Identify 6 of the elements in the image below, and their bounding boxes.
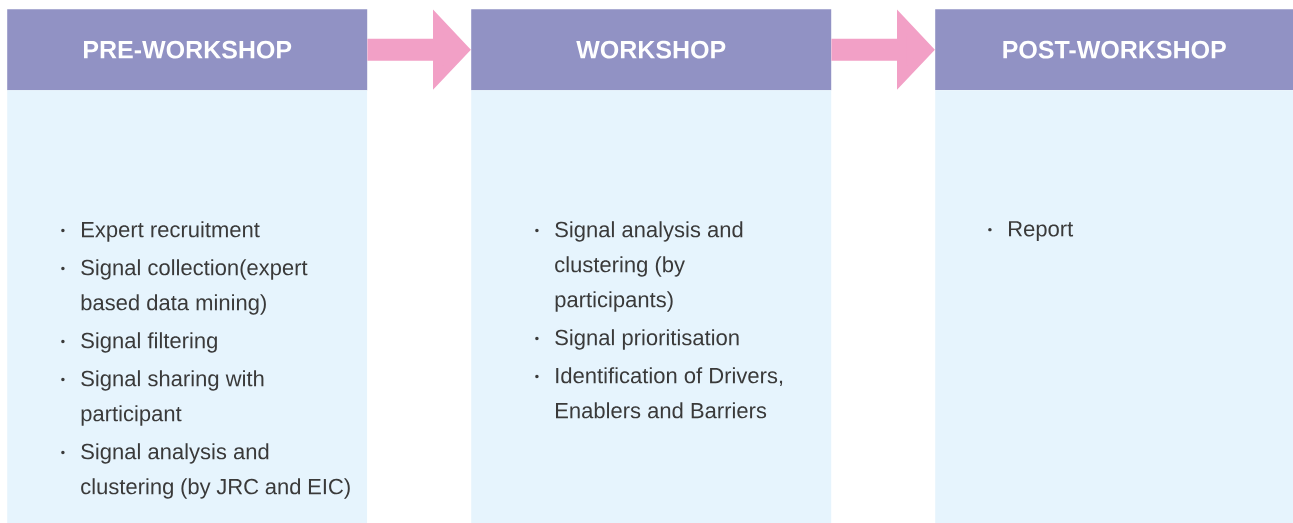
bullet-list-panel: Expert recruitment Signal collection(expert based data mining) Signal filtering Signal sharing with participant Signal analysis and clustering (by JRC and EIC) (7, 90, 368, 523)
stage-header: POST-WORKSHOP (935, 9, 1293, 91)
bullet-list-panel: Signal analysis and clustering (by participants) Signal prioritisation Identification of Drivers, Enablers and Barriers (471, 90, 832, 523)
bullet-list-panel: Report (935, 90, 1293, 523)
stage-header: PRE-WORKSHOP (7, 9, 368, 91)
stage-header: WORKSHOP (471, 9, 832, 91)
